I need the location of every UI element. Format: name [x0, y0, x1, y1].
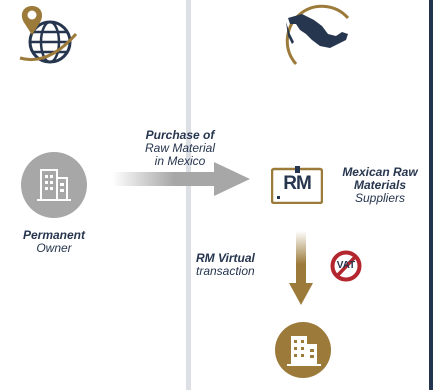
- purchase-arrow: [112, 162, 250, 196]
- virtual-transaction-arrow: [289, 231, 313, 305]
- suppliers-label: Mexican Raw Materials Suppliers: [330, 166, 430, 205]
- panel-divider: [186, 0, 191, 390]
- no-vat-label: VAT: [336, 260, 356, 271]
- suppliers-label-line3: Suppliers: [354, 191, 406, 205]
- owner-label-line2: Owner: [36, 241, 72, 255]
- purchase-label-bold: Purchase of: [145, 128, 215, 142]
- owner-label-bold: Permanent: [22, 228, 86, 242]
- globe-pin-icon: [19, 6, 78, 64]
- suppliers-label-bold-1: Mexican Raw: [342, 165, 418, 179]
- purchase-label-line2: Raw Material: [144, 141, 216, 155]
- entity-building-icon: [275, 322, 331, 378]
- virtual-label-line2: transaction: [196, 264, 255, 278]
- rm-box-label: RM: [283, 173, 312, 194]
- owner-label: Permanent Owner: [8, 229, 100, 255]
- mexico-map-icon: [285, 4, 350, 65]
- purchase-label: Purchase of Raw Material in Mexico: [130, 129, 230, 168]
- no-vat-icon: VAT: [330, 250, 362, 282]
- rm-raw-material-icon: RM: [270, 166, 324, 205]
- virtual-label-bold: RM Virtual: [196, 251, 255, 265]
- suppliers-label-bold-2: Materials: [353, 178, 407, 192]
- purchase-label-line3: in Mexico: [154, 154, 206, 168]
- virtual-label: RM Virtual transaction: [196, 252, 280, 278]
- right-border: [429, 0, 433, 390]
- owner-building-icon: [21, 152, 87, 218]
